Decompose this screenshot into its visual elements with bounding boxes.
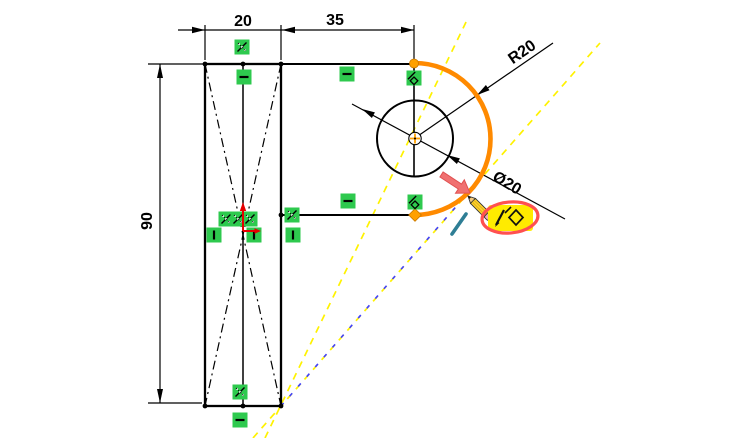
dim-arrowhead bbox=[477, 85, 490, 95]
relation-icon-horizontal[interactable] bbox=[231, 411, 249, 429]
highlight-ellipse bbox=[480, 200, 540, 235]
construction-line-shallow bbox=[252, 42, 601, 438]
sketch-point[interactable] bbox=[240, 61, 246, 67]
dim-arrowhead bbox=[157, 64, 163, 78]
tooltip-tangent-diamond-glyph bbox=[507, 208, 525, 227]
cursor-feedback-tooltip bbox=[480, 200, 540, 235]
sketch-point[interactable] bbox=[278, 212, 284, 218]
relation-icon-tangent[interactable] bbox=[405, 69, 423, 87]
dim-arrowhead bbox=[157, 389, 163, 403]
relation-icon-horizontal[interactable] bbox=[338, 65, 356, 83]
relation-icon-coincident[interactable] bbox=[283, 206, 301, 224]
inference-lines-group bbox=[252, 17, 601, 438]
sketch-geometry-group bbox=[203, 62, 454, 408]
dim-arrowhead bbox=[401, 26, 414, 34]
selected-tangent-arc[interactable] bbox=[412, 60, 493, 218]
relation-icon-vertical[interactable] bbox=[245, 226, 263, 244]
sketch-point[interactable] bbox=[278, 403, 284, 409]
arc-endpoint-top[interactable] bbox=[409, 58, 419, 69]
dim-arrowhead bbox=[282, 26, 295, 34]
relation-icon-vertical[interactable] bbox=[284, 226, 302, 244]
relation-icon-tangent[interactable] bbox=[406, 193, 424, 211]
dim-arrowhead bbox=[192, 26, 205, 34]
relation-icon-horizontal[interactable] bbox=[235, 68, 253, 86]
cursor-line-accent bbox=[450, 212, 468, 236]
tooltip-tangent-slash-glyph bbox=[504, 206, 512, 214]
dim-arrowhead bbox=[447, 155, 460, 164]
dim-text-arc-radius[interactable]: R20 bbox=[505, 37, 539, 68]
dimension-90-group[interactable] bbox=[148, 63, 203, 404]
dim-arrowhead bbox=[362, 109, 375, 118]
dim-text-rect-height[interactable]: 90 bbox=[139, 212, 156, 230]
circle-center-marker[interactable] bbox=[408, 131, 422, 146]
sketch-point[interactable] bbox=[240, 403, 246, 409]
origin-x-arrowhead bbox=[254, 228, 261, 234]
rect-construction-group bbox=[204, 63, 282, 407]
diameter-leader-line[interactable] bbox=[351, 103, 566, 220]
tooltip-pencil-tip-glyph bbox=[495, 221, 500, 227]
sketch-point[interactable] bbox=[202, 403, 208, 409]
center-dot bbox=[414, 137, 416, 140]
dim-text-center-offset[interactable]: 35 bbox=[326, 12, 344, 29]
sketch-point[interactable] bbox=[278, 61, 284, 67]
pencil-lead bbox=[468, 196, 472, 200]
dimension-dia20-group[interactable] bbox=[351, 103, 566, 220]
relation-icon-coincident[interactable] bbox=[241, 210, 259, 228]
relation-icon-midpoint[interactable] bbox=[231, 383, 249, 401]
sketch-points-group bbox=[202, 58, 422, 409]
dim-text-rect-width[interactable]: 20 bbox=[234, 13, 252, 30]
arc-endpoint-bottom-diamond[interactable] bbox=[408, 208, 422, 222]
relation-badges-group bbox=[205, 38, 424, 429]
sketch-origin[interactable] bbox=[239, 202, 261, 234]
annotation-pointer-arrow bbox=[439, 171, 471, 194]
relation-icon-vertical[interactable] bbox=[205, 226, 223, 244]
sketch-point[interactable] bbox=[202, 61, 208, 67]
relation-icon-midpoint[interactable] bbox=[233, 38, 251, 56]
sketch-circle[interactable] bbox=[376, 99, 454, 178]
relation-icon-horizontal[interactable] bbox=[339, 192, 357, 210]
dimension-r20-group[interactable] bbox=[414, 42, 554, 139]
dimension-20-35-group[interactable] bbox=[178, 25, 415, 60]
origin-y-arrowhead bbox=[239, 202, 247, 211]
inference-line-blue bbox=[280, 192, 469, 407]
